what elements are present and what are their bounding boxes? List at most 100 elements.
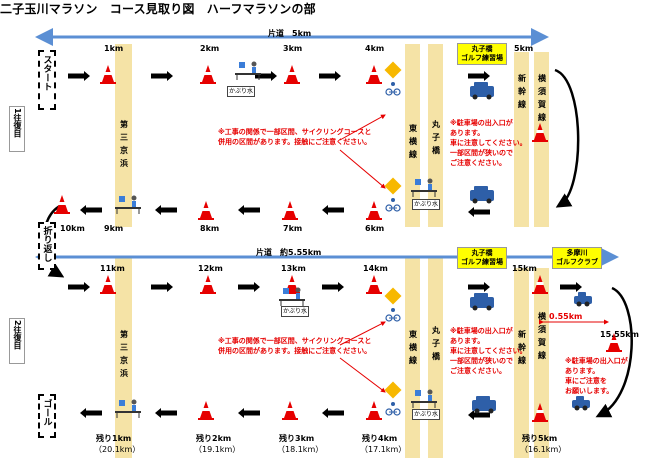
traffic-cone-icon: [366, 65, 382, 84]
traffic-cone-icon: [532, 403, 548, 422]
km-label: 2km: [200, 44, 220, 53]
remaining-label: 残り5km: [522, 434, 558, 443]
cycling-note-lower: ※工事の関係で一部区間、サイクリングコースと 併用の区間があります。接触にご注意…: [218, 337, 372, 355]
lap2-box: 2往復目: [9, 318, 25, 364]
top-span-label: 片道 5km: [268, 29, 312, 38]
left-arrow-icon: [155, 205, 177, 215]
km-label: 5km: [514, 44, 534, 53]
car-icon: [472, 396, 496, 414]
left-arrow-icon: [468, 207, 490, 217]
km-label: 13km: [281, 264, 306, 273]
bottom-span-label: 片道 約5.55km: [256, 248, 322, 257]
traffic-cone-icon: [366, 201, 382, 220]
right-arrow-icon: [238, 282, 260, 292]
right-arrow-icon: [322, 282, 344, 292]
bicycle-icon: [384, 381, 402, 416]
parking-note: ※駐車場の出入口が あります。 車に注意してください。 一部区間が狭いので ご注…: [450, 119, 527, 167]
turnaround-box: 折り返し: [38, 222, 56, 270]
yokosuka-label-lower: 横須賀線: [538, 312, 546, 360]
remaining-label: 残り2km: [196, 434, 232, 443]
water-table-icon: [411, 178, 437, 197]
tamagawa-golf-box: 多摩川 ゴルフクラブ: [552, 247, 602, 269]
right-arrow-icon: [468, 71, 490, 81]
water-table-icon: [115, 195, 141, 214]
turn2-distance-label: 15.55km: [600, 330, 639, 339]
km-label: 15km: [512, 264, 537, 273]
traffic-cone-icon: [200, 65, 216, 84]
car-icon: [470, 293, 494, 311]
traffic-cone-icon: [200, 275, 216, 294]
daisan-keihin-strip: [115, 44, 132, 227]
km-label: 11km: [100, 264, 125, 273]
yokosuka-label: 横須賀線: [538, 74, 546, 122]
shinkansen-label: 新幹線: [518, 74, 526, 109]
left-arrow-icon: [322, 408, 344, 418]
left-arrow-icon: [238, 408, 260, 418]
traffic-cone-icon: [532, 275, 548, 294]
remaining-sub: （17.1km）: [360, 445, 407, 454]
water-station-label: かぶり水: [412, 409, 440, 420]
daisan-keihin-label: 第三京浜: [120, 120, 128, 168]
left-arrow-icon: [322, 205, 344, 215]
km-label: 8km: [200, 224, 220, 233]
traffic-cone-icon: [282, 201, 298, 220]
traffic-cone-icon: [54, 195, 70, 214]
traffic-cone-icon: [282, 401, 298, 420]
note-pointer-1: [339, 114, 386, 141]
page-title: 二子玉川マラソン コース見取り図 ハーフマラソンの部: [0, 2, 316, 16]
left-arrow-icon: [155, 408, 177, 418]
traffic-cone-icon: [284, 275, 300, 294]
water-table-icon: [411, 389, 437, 408]
marukobashi-label: 丸子橋: [432, 120, 440, 155]
traffic-cone-icon: [606, 333, 622, 352]
note-pointer-3: [339, 321, 386, 346]
km-label: 3km: [283, 44, 303, 53]
left-arrow-icon: [80, 408, 102, 418]
water-table-icon: [115, 399, 141, 418]
car-icon: [470, 186, 494, 204]
parking-note-lower: ※駐車場の出入口が あります。 車に注意してください。 一部区間が狭いので ご注…: [450, 327, 527, 375]
extra-distance-label: 0.55km: [549, 312, 583, 321]
right-arrow-icon: [560, 282, 582, 292]
water-station-label: かぶり水: [281, 306, 309, 317]
right-arrow-icon: [68, 282, 90, 292]
marukobashi-strip-lower: [428, 258, 443, 458]
right-arrow-icon: [151, 282, 173, 292]
water-table-icon: [235, 61, 261, 80]
toyoko-label-lower: 東横線: [409, 330, 417, 365]
car-icon: [470, 82, 494, 100]
km-label: 6km: [365, 224, 385, 233]
km-label: 4km: [365, 44, 385, 53]
km-label: 12km: [198, 264, 223, 273]
parking-note-short: ※駐車場の出入口が あります。 車にご注意を お願いします。: [565, 357, 628, 395]
note-pointer-4: [339, 357, 386, 393]
shinkansen-label-lower: 新幹線: [518, 330, 526, 365]
bicycle-icon: [384, 287, 402, 322]
traffic-cone-icon: [100, 275, 116, 294]
right-arrow-icon: [151, 71, 173, 81]
left-arrow-icon: [80, 205, 102, 215]
turnaround-label: 折り返し: [41, 226, 52, 262]
right-arrow-icon: [255, 71, 277, 81]
marukobashi-label-lower: 丸子橋: [432, 326, 440, 361]
traffic-cone-icon: [366, 275, 382, 294]
water-station-label: かぶり水: [227, 86, 255, 97]
toyoko-label: 東横線: [409, 124, 417, 159]
water-station-label: かぶり水: [412, 199, 440, 210]
right-arrow-icon: [468, 282, 490, 292]
bicycle-icon: [384, 61, 402, 96]
note-pointer-2: [339, 149, 386, 189]
km-label: 10km: [60, 224, 85, 233]
cycling-note: ※工事の関係で一部区間、サイクリングコースと 併用の区間があります。接触にご注意…: [218, 128, 372, 146]
remaining-label: 残り4km: [362, 434, 398, 443]
traffic-cone-icon: [100, 65, 116, 84]
remaining-label: 残り3km: [279, 434, 315, 443]
start-box: スタート: [38, 50, 56, 110]
start-label: スタート: [41, 55, 52, 91]
marukobashi-golf-box-lower: 丸子橋 ゴルフ練習場: [457, 247, 507, 269]
water-table-icon: [279, 287, 305, 306]
km-label: 7km: [283, 224, 303, 233]
car-icon: [572, 396, 590, 411]
turn-curve-bottom: [595, 286, 633, 418]
